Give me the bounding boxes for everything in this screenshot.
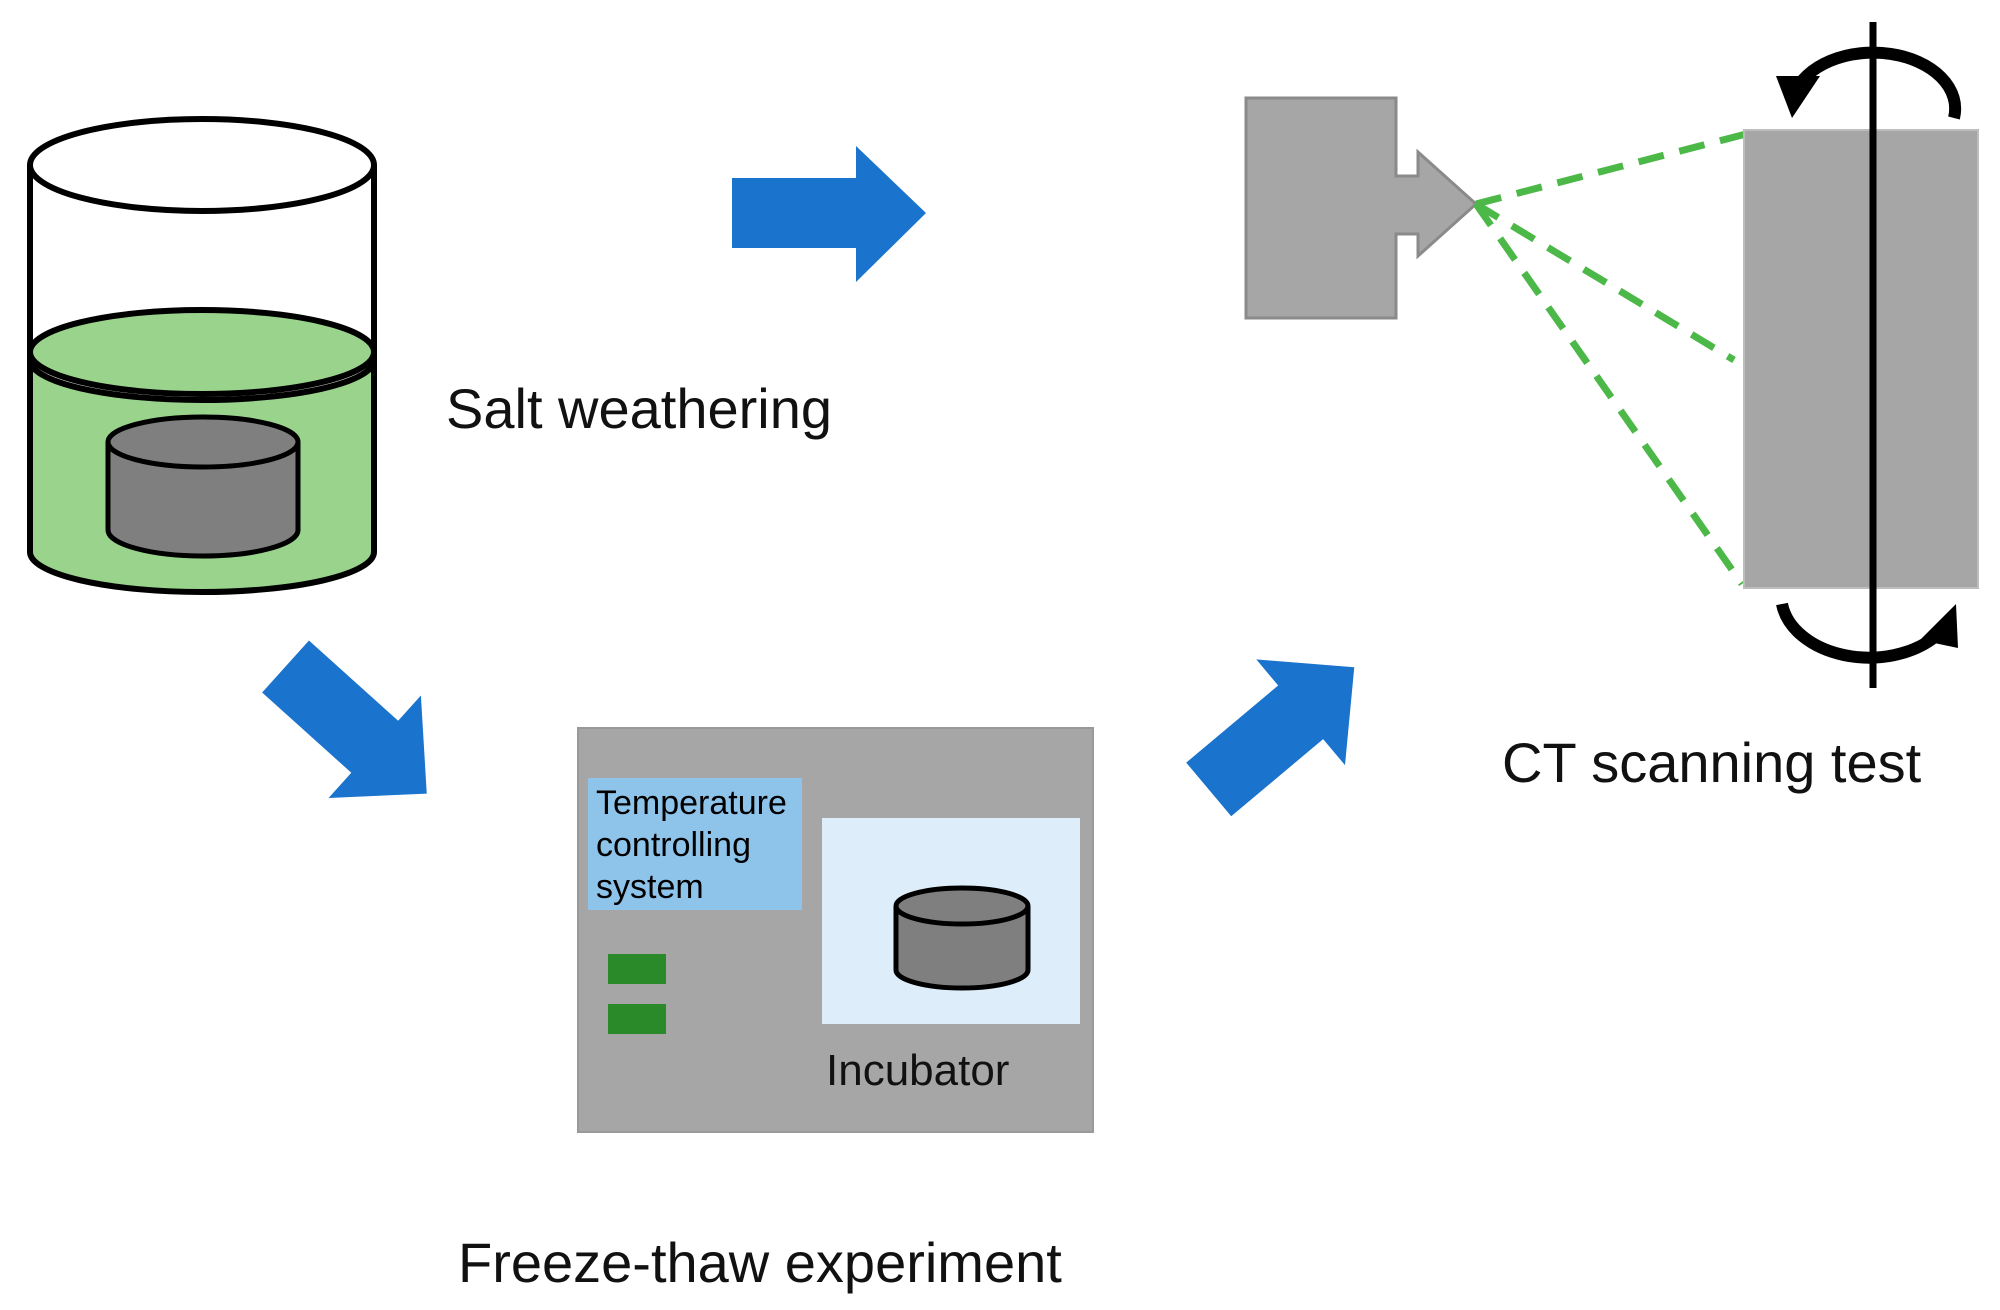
incubator-specimen-top [893,885,1031,927]
temperature-system-line-2: controlling [596,826,751,864]
salt-weathering-label: Salt weathering [446,377,833,440]
xray-beam-middle [1474,201,1736,363]
rotation-arrowhead-top-icon [1776,76,1820,118]
arrow-down-right-icon [262,640,427,799]
specimen-top [105,414,301,470]
rotation-arrow-top-icon [1788,46,1962,120]
temperature-system-line-3: system [596,868,704,906]
xray-beam-top [1475,130,1747,208]
xray-beams [1473,130,1747,587]
incubator-specimen [893,906,1031,991]
rotation-arrowhead-bottom-icon [1920,604,1958,648]
xray-source-device [1244,96,1479,320]
incubator-label: Incubator [826,1046,1010,1095]
rotation-arrow-bottom-icon [1776,602,1940,664]
indicator-light-top [608,954,666,984]
temperature-controlling-system-panel: Temperature controlling system [588,778,802,910]
scanned-specimen [1743,129,1979,589]
xray-beam-bottom [1473,201,1745,587]
freeze-thaw-label: Freeze-thaw experiment [458,1231,1062,1294]
indicator-light-bottom [608,1004,666,1034]
salt-weathering-beaker [27,116,377,595]
specimen-cylinder [105,442,301,559]
ct-scanning-label: CT scanning test [1502,731,1922,794]
solution-surface [27,307,377,397]
beaker-rim [27,116,377,214]
arrow-up-right-icon [1186,659,1355,817]
arrow-right-icon [732,146,926,282]
temperature-system-line-1: Temperature [596,784,787,822]
incubator-device [577,727,1094,1133]
